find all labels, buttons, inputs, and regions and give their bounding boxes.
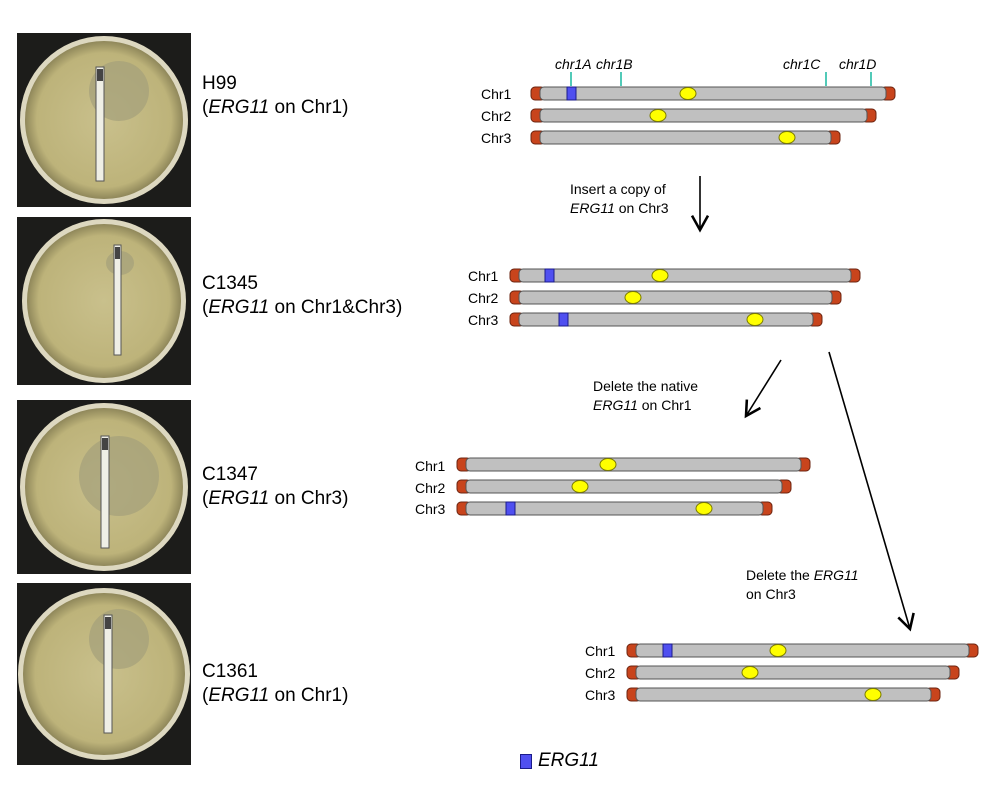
chr-label: Chr3 bbox=[415, 501, 446, 517]
erg11-marker bbox=[544, 268, 555, 283]
chr-label: Chr2 bbox=[468, 290, 499, 306]
legend-label: ERG11 bbox=[538, 750, 599, 771]
centromere bbox=[741, 666, 759, 679]
step-line: Delete the ERG11 bbox=[746, 567, 859, 583]
chromosome-bar bbox=[539, 86, 887, 101]
locus-label: chr1C bbox=[783, 56, 821, 72]
chromosome-bar bbox=[465, 457, 802, 472]
arrow-step-2 bbox=[744, 359, 782, 419]
chromosome-group-c1345: Chr1 Chr2 Chr3 bbox=[468, 268, 861, 328]
arrow-step-3 bbox=[828, 351, 915, 632]
centromere bbox=[746, 313, 764, 326]
plate-photo-h99 bbox=[17, 33, 191, 207]
plate-photo-c1345 bbox=[17, 217, 191, 385]
chromosome-bar bbox=[635, 687, 932, 702]
centromere bbox=[649, 109, 667, 122]
chr-label: Chr1 bbox=[468, 268, 499, 284]
step-line: ERG11 on Chr3 bbox=[570, 200, 669, 216]
chromosome-bar bbox=[465, 501, 764, 516]
locus-label: chr1B bbox=[596, 56, 633, 72]
chr-label: Chr3 bbox=[481, 130, 512, 146]
plate-photo-c1361 bbox=[17, 583, 191, 765]
erg11-marker bbox=[566, 86, 577, 101]
centromere bbox=[599, 458, 617, 471]
centromere bbox=[651, 269, 669, 282]
chromosome-bar bbox=[539, 130, 832, 145]
chr-label: Chr1 bbox=[481, 86, 512, 102]
chr-label: Chr1 bbox=[585, 643, 616, 659]
chromosome-group-h99: chr1A chr1B chr1C chr1D Chr1 Chr2 Chr3 bbox=[481, 56, 896, 146]
locus-label: chr1A bbox=[555, 56, 592, 72]
step-label-delete-native: Delete the native ERG11 on Chr1 bbox=[593, 377, 698, 415]
step-label-insert: Insert a copy of ERG11 on Chr3 bbox=[570, 180, 669, 218]
locus-label: chr1D bbox=[839, 56, 876, 72]
chromosome-bar bbox=[465, 479, 783, 494]
plate-image bbox=[20, 36, 188, 204]
erg11-legend-swatch bbox=[520, 753, 532, 769]
step-line: on Chr3 bbox=[746, 586, 796, 602]
strain-name: C1361 bbox=[202, 661, 258, 682]
erg11-marker bbox=[558, 312, 569, 327]
centromere bbox=[624, 291, 642, 304]
chromosome-group-c1361: Chr1 Chr2 Chr3 bbox=[585, 643, 979, 703]
centromere bbox=[571, 480, 589, 493]
chr-label: Chr3 bbox=[585, 687, 616, 703]
centromere bbox=[679, 87, 697, 100]
chr-label: Chr2 bbox=[585, 665, 616, 681]
step-line: Delete the native bbox=[593, 378, 699, 394]
step-line: Insert a copy of bbox=[570, 181, 666, 197]
strain-label-h99: H99 (ERG11 on Chr1) bbox=[202, 72, 348, 120]
strain-genotype: (ERG11 on Chr3) bbox=[202, 488, 349, 509]
step-line: ERG11 on Chr1 bbox=[593, 397, 692, 413]
legend: ERG11 bbox=[520, 750, 599, 772]
strain-label-c1347: C1347 (ERG11 on Chr3) bbox=[202, 463, 348, 511]
chromosome-bar bbox=[635, 643, 970, 658]
erg11-marker bbox=[505, 501, 516, 516]
strain-name: C1345 bbox=[202, 273, 258, 294]
strain-label-c1345: C1345 (ERG11 on Chr1&Chr3) bbox=[202, 272, 402, 320]
strain-name: C1347 bbox=[202, 464, 258, 485]
strain-genotype: (ERG11 on Chr1&Chr3) bbox=[202, 297, 403, 318]
step-label-delete-chr3: Delete the ERG11 on Chr3 bbox=[746, 566, 859, 604]
centromere bbox=[778, 131, 796, 144]
strain-name: H99 bbox=[202, 73, 237, 94]
chromosome-group-c1347: Chr1 Chr2 Chr3 bbox=[415, 457, 811, 517]
chr-label: Chr2 bbox=[415, 480, 446, 496]
chromosome-bar bbox=[635, 665, 951, 680]
strain-genotype: (ERG11 on Chr1) bbox=[202, 97, 349, 118]
plate-image bbox=[22, 219, 186, 383]
plate-photo-c1347 bbox=[17, 400, 191, 574]
centromere bbox=[864, 688, 882, 701]
chromosome-bar bbox=[518, 268, 852, 283]
plate-image bbox=[20, 403, 188, 571]
chr-label: Chr2 bbox=[481, 108, 512, 124]
chr-label: Chr1 bbox=[415, 458, 446, 474]
plate-image bbox=[18, 588, 190, 760]
erg11-marker bbox=[662, 643, 673, 658]
chromosome-bar bbox=[539, 108, 868, 123]
strain-label-c1361: C1361 (ERG11 on Chr1) bbox=[202, 660, 348, 708]
centromere bbox=[695, 502, 713, 515]
strain-genotype: (ERG11 on Chr1) bbox=[202, 685, 349, 706]
chromosome-bar bbox=[518, 312, 814, 327]
centromere bbox=[769, 644, 787, 657]
chr-label: Chr3 bbox=[468, 312, 499, 328]
chromosome-bar bbox=[518, 290, 833, 305]
